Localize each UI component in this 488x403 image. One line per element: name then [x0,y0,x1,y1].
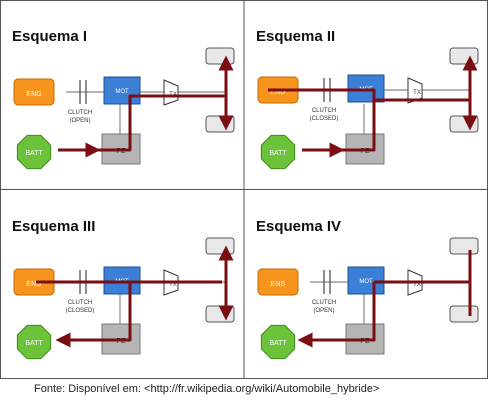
source-note: Fonte: Disponível em: <http://fr.wikiped… [34,383,380,395]
wheel-bottom [449,305,479,323]
battery-label: BATT [269,340,287,347]
wheel-bottom [205,305,235,323]
transmission-label: TX [413,282,421,288]
battery-label: BATT [25,150,43,157]
engine-box [257,268,299,296]
flow-arrow-up [218,55,234,98]
clutch-state-label: (OPEN) [70,118,91,124]
transmission-label: TX [413,90,421,96]
wheel-top [205,237,235,255]
clutch-label: CLUTCH [312,108,336,114]
transmission-label: TX [169,282,177,288]
flow-arrow-batt [55,282,132,348]
scheme-title: Esquema III [12,218,96,235]
battery-octagon [16,324,52,360]
wheel-bottom [449,115,479,133]
motor-label: MOT [115,89,129,95]
clutch-label: CLUTCH [312,300,336,306]
flow-arrow-regen [297,282,376,348]
engine-label: ENG [26,281,41,288]
clutch-state-label: (CLOSED) [310,116,339,122]
flow-arrow-up [462,55,478,102]
battery-label: BATT [269,150,287,157]
flow-engine-path [268,88,466,102]
clutch-state-label: (OPEN) [314,308,335,314]
engine-label: ENG [26,91,41,98]
engine-box [13,78,55,106]
wheel-top [449,237,479,255]
scheme-title: Esquema II [256,28,336,45]
battery-octagon [16,134,52,170]
clutch-label: CLUTCH [68,110,92,116]
motor-box [103,76,141,105]
battery-octagon [260,324,296,360]
battery-octagon [260,134,296,170]
scheme-title: Esquema IV [256,218,342,235]
transmission-shape [407,77,423,104]
battery-label: BATT [25,340,43,347]
wheel-top [449,47,479,65]
wheel-top [205,47,235,65]
wheel-bottom [205,115,235,133]
clutch-label: CLUTCH [68,300,92,306]
motor-label: MOT [359,279,373,285]
engine-label: ENS [271,281,286,288]
engine-label: ENG [270,89,285,96]
clutch-state-label: (CLOSED) [66,308,95,314]
scheme-title: Esquema I [12,28,88,45]
